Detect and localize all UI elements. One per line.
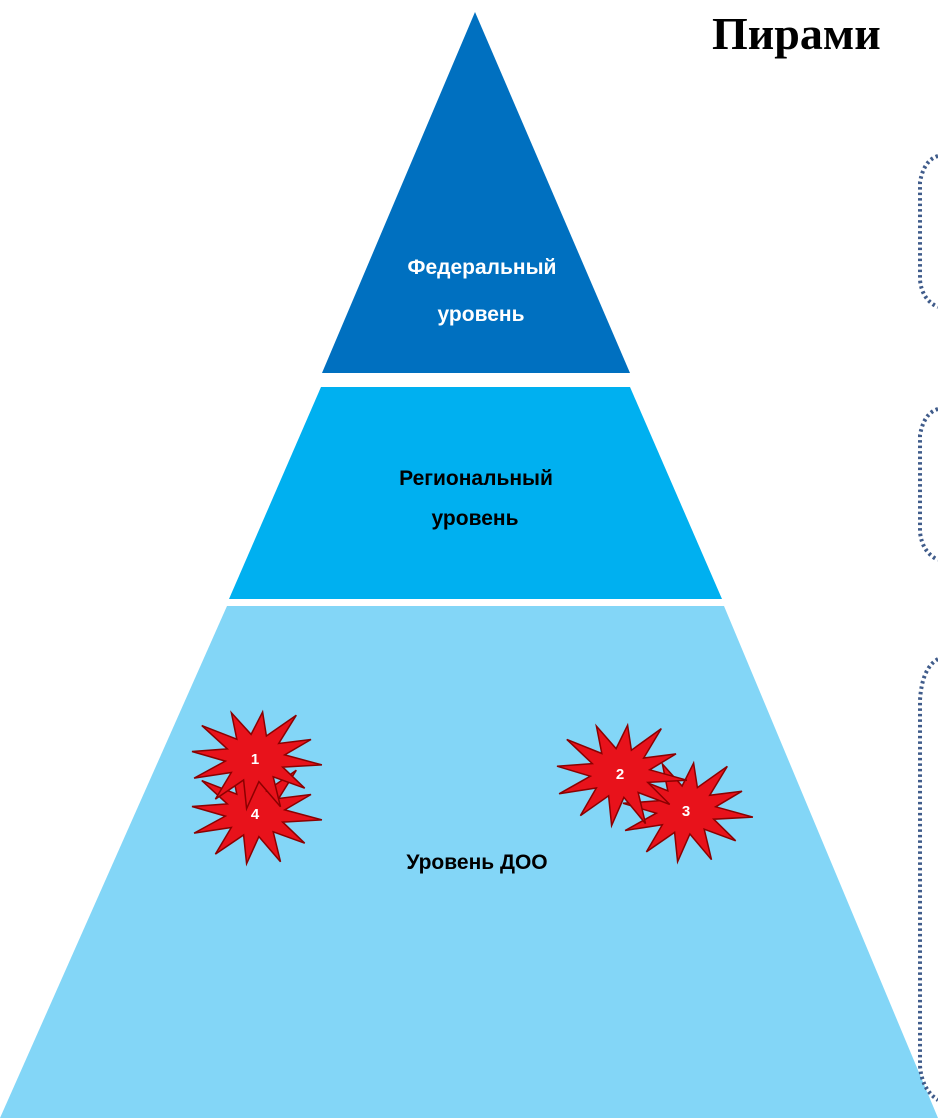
dotted-bracket-1 [918, 154, 938, 309]
dotted-bracket-2 [918, 407, 938, 562]
burst-marker-1: 1 [191, 709, 323, 812]
doo-tier-label: Уровень ДОО [406, 851, 547, 874]
doo-tier [0, 606, 938, 1118]
regional-tier-label-line-2: уровень [432, 507, 519, 530]
burst-number: 1 [251, 751, 259, 768]
burst-number: 3 [682, 803, 690, 820]
burst-star-shape [191, 709, 323, 812]
federal-tier-label-line-1: Федеральный [408, 256, 557, 279]
dotted-bracket-3 [918, 657, 938, 1102]
burst-marker-2: 2 [556, 722, 688, 829]
regional-tier [229, 387, 722, 599]
burst-number: 2 [616, 766, 624, 783]
burst-number: 4 [251, 806, 260, 823]
burst-star-shape [556, 722, 688, 829]
page-title: Пирами [712, 8, 881, 59]
federal-tier [322, 12, 630, 373]
regional-tier-label-line-1: Региональный [399, 467, 553, 490]
federal-tier-label-line-2: уровень [438, 303, 525, 326]
